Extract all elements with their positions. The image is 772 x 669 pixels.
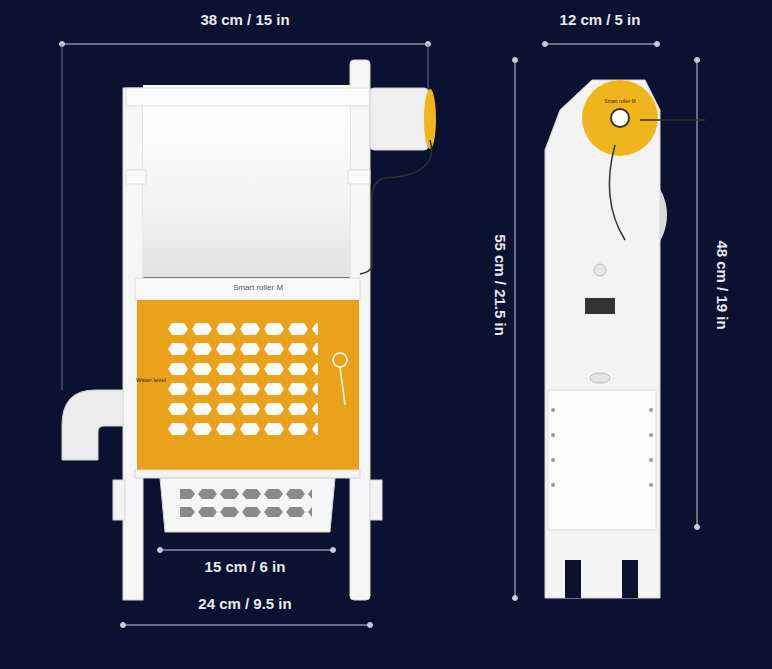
dimension-label: 15 cm / 6 in — [205, 559, 286, 574]
dimension-label: 24 cm / 9.5 in — [198, 596, 291, 611]
motor-label: Smart roller M — [604, 99, 635, 104]
dimension-lines — [60, 42, 700, 628]
dimension-label: 38 cm / 15 in — [200, 12, 289, 27]
dimension-label: 12 cm / 5 in — [560, 12, 641, 27]
front-view — [62, 60, 436, 600]
panel-label: Water level — [136, 377, 166, 383]
dimension-label: 48 cm / 19 in — [715, 240, 730, 329]
dimension-label: 55 cm / 21.5 in — [493, 234, 508, 336]
side-view — [545, 80, 705, 598]
product-logo: Smart roller M — [233, 284, 283, 292]
